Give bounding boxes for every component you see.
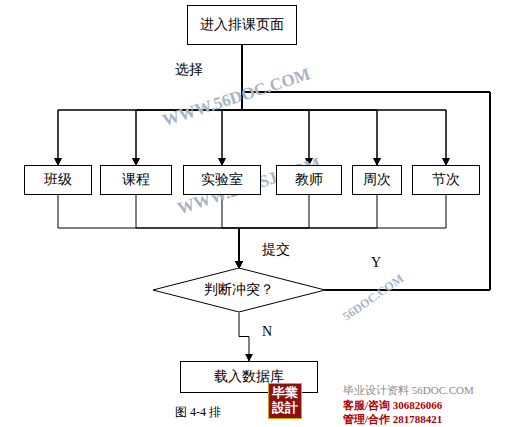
figure-caption: 图 4-4 排 (175, 405, 221, 419)
flow-connector (239, 195, 446, 268)
flow-connector (58, 92, 490, 290)
node-text: 周次 (363, 172, 391, 189)
flow-connector (242, 45, 309, 165)
node-text: 判断冲突？ (204, 282, 274, 299)
flow-label: Y (371, 255, 381, 272)
node-text: 节次 (432, 172, 460, 189)
decision-diamond: 判断冲突？ (153, 268, 325, 312)
process-box: 节次 (412, 165, 480, 195)
flow-connector (239, 312, 249, 361)
flow-connector (242, 92, 490, 290)
flow-label: 管理/合作 281788421 (343, 413, 442, 426)
flow-connector (222, 195, 239, 268)
flow-connector (242, 92, 490, 290)
flow-label: 毕业设计资料 56DOC.COM (343, 384, 474, 397)
node-text: 班级 (44, 172, 72, 189)
node-text: 课程 (122, 172, 150, 189)
watermark-text: 56DOC.COM (340, 271, 406, 324)
node-text: 教师 (295, 172, 323, 189)
flow-connector (239, 195, 309, 268)
flow-label: N (262, 324, 272, 341)
flow-connector (239, 195, 377, 268)
logo-badge: 毕業設計 (268, 383, 302, 419)
process-box: 班级 (24, 165, 92, 195)
process-box: 课程 (100, 165, 172, 195)
process-box: 周次 (352, 165, 402, 195)
flow-connector (242, 92, 490, 290)
flow-connector (242, 45, 446, 165)
flow-label: 客服/咨询 306826066 (343, 399, 442, 412)
process-box: 实验室 (183, 165, 261, 195)
node-text: 实验室 (201, 172, 243, 189)
node-text: 进入排课页面 (200, 17, 284, 34)
process-box: 进入排课页面 (187, 5, 297, 45)
flow-label: 提交 (262, 242, 290, 259)
process-box: 教师 (276, 165, 342, 195)
flow-label: 选择 (175, 62, 203, 79)
